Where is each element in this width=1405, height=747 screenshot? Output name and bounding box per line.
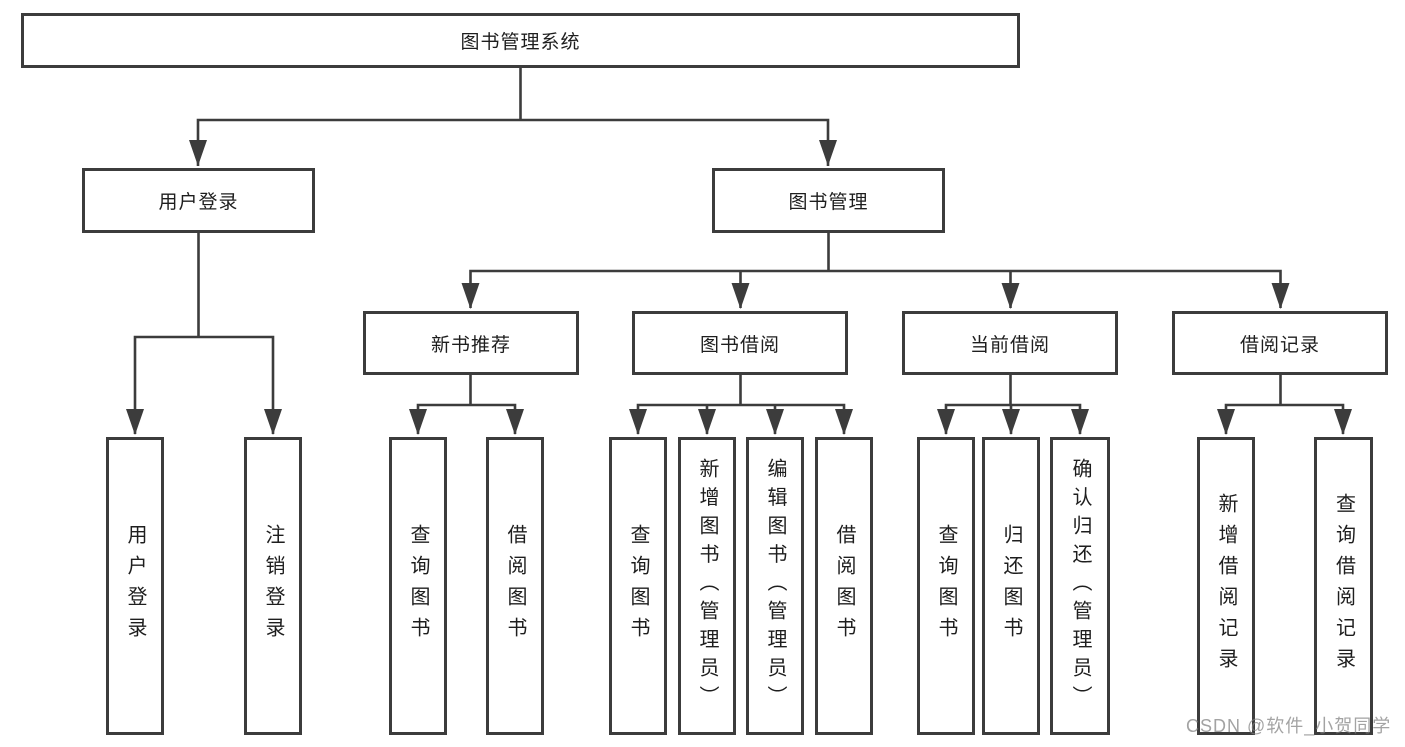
- node-book-management: 图书管理: [712, 168, 945, 233]
- node-book-management-label: 图书管理: [788, 192, 869, 213]
- node-leaf-query-book-current-label: 查询图书: [935, 524, 957, 648]
- node-current-borrow: 当前借阅: [902, 311, 1118, 375]
- node-leaf-add-book-admin: 新增图书（管理员）: [678, 437, 736, 735]
- node-borrow-records: 借阅记录: [1172, 311, 1388, 375]
- node-leaf-query-book-recommend-label: 查询图书: [407, 524, 429, 648]
- arrowheads: [126, 140, 1352, 435]
- node-new-book-recommend-label: 新书推荐: [430, 334, 511, 356]
- node-leaf-query-borrow-record: 查询借阅记录: [1314, 437, 1373, 735]
- node-leaf-borrow-book-label: 借阅图书: [833, 524, 855, 648]
- node-leaf-query-book-recommend: 查询图书: [389, 437, 447, 735]
- node-leaf-query-book-current: 查询图书: [917, 437, 975, 735]
- node-leaf-edit-book-admin-label: 编辑图书（管理员）: [764, 458, 786, 714]
- csdn-watermark: CSDN @软件_小贺同学: [1186, 716, 1392, 736]
- node-leaf-borrow-book-recommend-label: 借阅图书: [504, 524, 526, 648]
- node-leaf-confirm-return-admin: 确认归还（管理员）: [1050, 437, 1110, 735]
- node-leaf-borrow-book: 借阅图书: [815, 437, 873, 735]
- node-root-label: 图书管理系统: [460, 32, 581, 53]
- connector-book-borrow-children: [636, 375, 846, 434]
- node-leaf-edit-book-admin: 编辑图书（管理员）: [746, 437, 804, 735]
- node-user-login-label: 用户登录: [158, 192, 239, 213]
- node-leaf-logout: 注销登录: [244, 437, 302, 735]
- node-user-login: 用户登录: [82, 168, 315, 233]
- node-leaf-logout-label: 注销登录: [262, 524, 284, 648]
- node-borrow-records-label: 借阅记录: [1239, 334, 1320, 356]
- node-current-borrow-label: 当前借阅: [969, 334, 1050, 356]
- node-leaf-query-borrow-record-label: 查询借阅记录: [1332, 493, 1355, 679]
- node-leaf-query-book-borrow-label: 查询图书: [627, 524, 649, 648]
- node-book-borrow-label: 图书借阅: [699, 334, 780, 356]
- connector-user-login-children: [133, 233, 275, 434]
- node-leaf-query-book-borrow: 查询图书: [609, 437, 667, 735]
- node-leaf-borrow-book-recommend: 借阅图书: [486, 437, 544, 735]
- connector-book-management-children: [469, 233, 1282, 308]
- node-leaf-user-login-label: 用户登录: [124, 524, 146, 648]
- node-book-borrow: 图书借阅: [632, 311, 848, 375]
- connector-root-to-level2: [196, 68, 830, 166]
- node-leaf-add-borrow-record: 新增借阅记录: [1197, 437, 1255, 735]
- node-leaf-return-book-label: 归还图书: [1000, 524, 1022, 648]
- node-leaf-add-book-admin-label: 新增图书（管理员）: [696, 458, 718, 714]
- node-leaf-user-login: 用户登录: [106, 437, 164, 735]
- node-leaf-return-book: 归还图书: [982, 437, 1040, 735]
- node-new-book-recommend: 新书推荐: [363, 311, 579, 375]
- node-leaf-add-borrow-record-label: 新增借阅记录: [1215, 493, 1237, 679]
- node-root: 图书管理系统: [21, 13, 1020, 68]
- node-leaf-confirm-return-admin-label: 确认归还（管理员）: [1069, 458, 1091, 714]
- connector-new-book-recommend-children: [416, 375, 517, 434]
- connector-borrow-records-children: [1224, 375, 1345, 434]
